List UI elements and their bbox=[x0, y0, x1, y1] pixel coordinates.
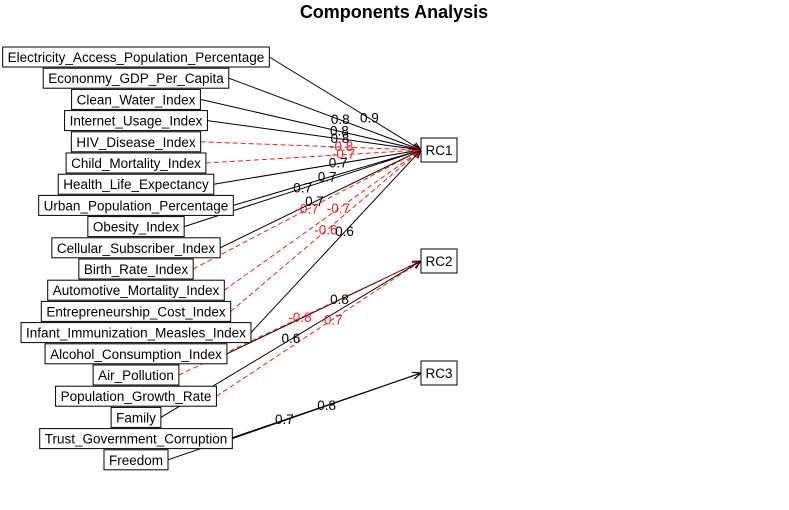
component-box-rc1 bbox=[420, 137, 458, 163]
loading-label-econonmy-gdp-per-capita: 0.8 bbox=[331, 112, 350, 127]
variable-box-trust-government-corruption bbox=[39, 428, 233, 450]
edge-health-life-expectancy-rc1 bbox=[213, 149, 422, 185]
variable-label-clean-water-index: Clean_Water_Index bbox=[77, 92, 196, 107]
variable-label-cellular-subscriber-index: Cellular_Subscriber_Index bbox=[57, 241, 216, 256]
edge-child-mortality-index-rc1 bbox=[205, 149, 422, 164]
variable-box-alcohol-consumption-index bbox=[44, 343, 228, 365]
variable-box-family bbox=[110, 406, 162, 428]
loading-labels: 0.90.80.80.8-0.8-0.70.70.70.70.7-0.7-0.7… bbox=[275, 110, 379, 426]
loading-label-family: 0.6 bbox=[282, 331, 301, 346]
variable-label-obesity-index: Obesity_Index bbox=[93, 220, 180, 235]
loading-label-automotive-mortality-index: -0.7 bbox=[327, 201, 350, 216]
loading-label-freedom: 0.7 bbox=[275, 412, 294, 427]
edge-clean-water-index-rc1 bbox=[200, 98, 422, 151]
loading-label-health-life-expectancy: 0.7 bbox=[329, 156, 348, 171]
component-label-rc2: RC2 bbox=[425, 254, 452, 269]
loading-label-alcohol-consumption-index: 0.8 bbox=[330, 292, 349, 307]
loading-label-urban-population-percentage: 0.7 bbox=[318, 170, 337, 185]
variable-box-hiv-disease-index bbox=[70, 131, 202, 153]
variable-box-clean-water-index bbox=[71, 88, 201, 110]
variable-box-infant-immunization-measles-index bbox=[20, 322, 252, 344]
variable-box-cellular-subscriber-index bbox=[51, 237, 221, 259]
variable-box-automotive-mortality-index bbox=[47, 279, 225, 301]
edge-hiv-disease-index-rc1 bbox=[200, 141, 422, 151]
loading-label-hiv-disease-index: -0.8 bbox=[330, 139, 353, 154]
variable-label-entrepreneurship-cost-index: Entrepreneurship_Cost_Index bbox=[46, 304, 226, 319]
variable-label-alcohol-consumption-index: Alcohol_Consumption_Index bbox=[50, 347, 222, 362]
edge-electricity-access-population-percentage-rc1 bbox=[269, 56, 422, 151]
edge-econonmy-gdp-per-capita-rc1 bbox=[228, 77, 422, 151]
loading-label-air-pollution: -0.8 bbox=[288, 310, 311, 325]
loading-label-obesity-index: 0.7 bbox=[293, 180, 312, 195]
variable-box-internet-usage-index bbox=[64, 110, 208, 132]
variable-label-internet-usage-index: Internet_Usage_Index bbox=[70, 114, 203, 129]
variable-box-health-life-expectancy bbox=[57, 173, 215, 195]
edge-alcohol-consumption-index-rc2 bbox=[226, 260, 422, 355]
loading-label-birth-rate-index: -0.7 bbox=[295, 202, 318, 217]
loading-label-child-mortality-index: -0.7 bbox=[332, 147, 355, 162]
loading-label-clean-water-index: 0.8 bbox=[330, 123, 349, 138]
variable-label-infant-immunization-measles-index: Infant_Immunization_Measles_Index bbox=[26, 326, 246, 341]
variable-label-hiv-disease-index: HIV_Disease_Index bbox=[76, 135, 196, 150]
variable-label-family: Family bbox=[116, 410, 156, 425]
edge-automotive-mortality-index-rc1 bbox=[224, 149, 422, 291]
edge-infant-immunization-measles-index-rc1 bbox=[250, 149, 422, 333]
loading-label-cellular-subscriber-index: 0.7 bbox=[305, 194, 324, 209]
variable-box-air-pollution bbox=[92, 364, 180, 386]
loading-label-infant-immunization-measles-index: 0.6 bbox=[335, 224, 354, 239]
edge-entrepreneurship-cost-index-rc1 bbox=[230, 149, 422, 312]
variable-box-urban-population-percentage bbox=[38, 194, 234, 216]
variable-box-birth-rate-index bbox=[78, 258, 194, 280]
edge-cellular-subscriber-index-rc1 bbox=[219, 149, 422, 249]
variable-label-air-pollution: Air_Pollution bbox=[98, 368, 174, 383]
variable-label-birth-rate-index: Birth_Rate_Index bbox=[84, 262, 189, 277]
variable-label-health-life-expectancy: Health_Life_Expectancy bbox=[63, 177, 209, 192]
variable-box-child-mortality-index bbox=[65, 152, 207, 174]
variable-label-electricity-access-population-percentage: Electricity_Access_Population_Percentage bbox=[8, 50, 265, 65]
edge-birth-rate-index-rc1 bbox=[192, 149, 422, 270]
component-label-rc3: RC3 bbox=[425, 366, 452, 381]
variable-box-electricity-access-population-percentage bbox=[2, 46, 270, 68]
variable-box-freedom bbox=[103, 449, 169, 471]
variable-label-population-growth-rate: Population_Growth_Rate bbox=[61, 389, 212, 404]
edge-population-growth-rate-rc2 bbox=[216, 260, 422, 397]
variable-box-obesity-index bbox=[87, 216, 185, 238]
variable-label-child-mortality-index: Child_Mortality_Index bbox=[71, 156, 201, 171]
variable-label-freedom: Freedom bbox=[109, 453, 163, 468]
variable-box-population-growth-rate bbox=[55, 385, 217, 407]
variable-label-econonmy-gdp-per-capita: Econonmy_GDP_Per_Capita bbox=[48, 71, 224, 86]
variable-box-entrepreneurship-cost-index bbox=[40, 300, 232, 322]
diagram-title: Components Analysis bbox=[300, 2, 488, 22]
component-label-rc1: RC1 bbox=[425, 143, 452, 158]
loading-label-trust-government-corruption: 0.8 bbox=[317, 398, 336, 413]
loading-label-population-growth-rate: -0.7 bbox=[319, 312, 342, 327]
component-box-rc2 bbox=[420, 248, 458, 274]
variable-label-trust-government-corruption: Trust_Government_Corruption bbox=[45, 432, 228, 447]
edge-urban-population-percentage-rc1 bbox=[233, 149, 422, 206]
variable-label-automotive-mortality-index: Automotive_Mortality_Index bbox=[53, 283, 220, 298]
variable-nodes: Electricity_Access_Population_Percentage… bbox=[2, 46, 270, 471]
component-box-rc3 bbox=[420, 360, 458, 386]
variable-box-econonmy-gdp-per-capita bbox=[42, 67, 230, 89]
edge-internet-usage-index-rc1 bbox=[207, 120, 422, 151]
variable-label-urban-population-percentage: Urban_Population_Percentage bbox=[44, 198, 229, 213]
loading-label-internet-usage-index: 0.8 bbox=[330, 131, 349, 146]
loading-label-entrepreneurship-cost-index: -0.6 bbox=[314, 223, 337, 238]
loading-label-electricity-access-population-percentage: 0.9 bbox=[360, 110, 379, 125]
